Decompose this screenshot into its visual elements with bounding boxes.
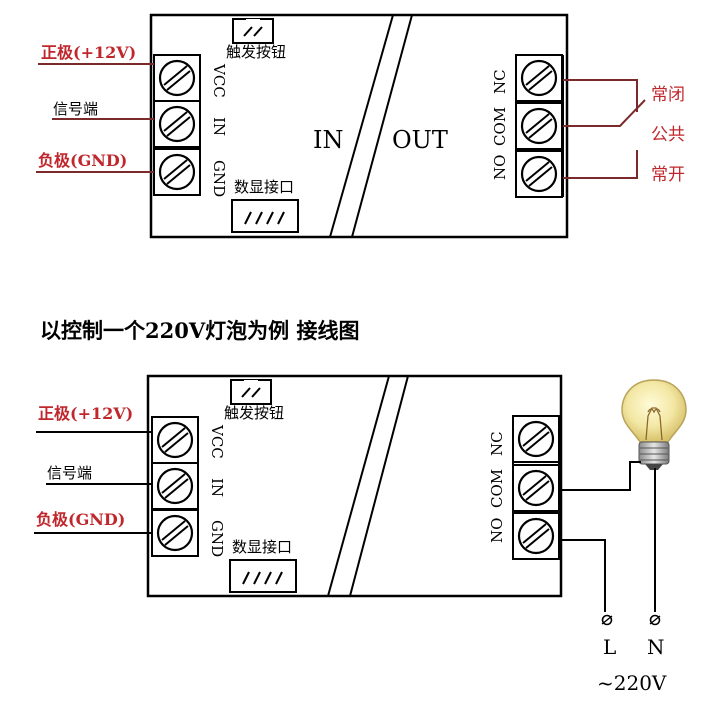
screw-terminal-icon (152, 99, 202, 149)
bottom-display-port-label: 数显接口 (232, 538, 292, 556)
screw-terminal-icon (511, 414, 561, 464)
top-no-label: 常开 (651, 165, 685, 185)
top-display-connector-icon (231, 199, 299, 233)
bottom-right-terminal-block (511, 414, 561, 561)
bottom-left-wires (34, 431, 152, 534)
top-divider (329, 14, 394, 238)
screw-terminal-icon (152, 147, 202, 197)
top-positive-label: 正极(+12V) (41, 43, 136, 62)
bottom-trigger-button-label: 触发按钮 (224, 404, 284, 422)
top-left-terminal-block (152, 53, 202, 197)
screw-terminal-icon (150, 508, 200, 558)
screw-terminal-icon (514, 101, 564, 151)
lightbulb-icon (621, 379, 687, 470)
bottom-term-in: IN (208, 478, 226, 497)
top-term-nc: NC (491, 69, 509, 94)
top-trigger-button-icon (232, 18, 274, 44)
mains-terminals (601, 614, 661, 626)
bottom-term-com: COM (488, 469, 506, 508)
mains-voltage-label: ~220V (597, 671, 667, 695)
bottom-board-outline (146, 374, 563, 598)
top-display-port-label: 数显接口 (234, 178, 294, 196)
bottom-positive-label: 正极(+12V) (38, 404, 133, 423)
top-com-label: 公共 (651, 125, 685, 145)
top-term-in: IN (210, 117, 228, 136)
screw-terminal-icon (511, 511, 561, 561)
screw-terminal-icon (152, 53, 202, 103)
top-board-outline (149, 13, 569, 239)
top-module: 触发按钮 VCC IN GND 数显接口 IN OUT (149, 13, 569, 239)
bottom-negative-label: 负极(GND) (36, 510, 125, 529)
top-signal-label: 信号端 (53, 100, 98, 118)
top-trigger-button-label: 触发按钮 (226, 43, 286, 61)
screw-terminal-icon (150, 461, 200, 511)
top-right-terminal-block (514, 53, 564, 199)
bottom-left-terminal-block (150, 415, 200, 558)
top-left-wires (36, 63, 154, 173)
relay-switch-icon (563, 79, 646, 179)
top-nc-label: 常闭 (651, 85, 685, 105)
top-term-vcc: VCC (210, 63, 228, 98)
screw-terminal-icon (511, 463, 561, 513)
bottom-trigger-button-icon (230, 379, 272, 405)
bottom-term-nc: NC (488, 431, 506, 456)
top-out-label: OUT (392, 126, 448, 154)
bottom-term-gnd: GND (208, 520, 226, 557)
top-term-gnd: GND (210, 160, 228, 197)
top-term-com: COM (491, 107, 509, 146)
top-term-no: NO (491, 155, 509, 180)
top-negative-label: 负极(GND) (38, 151, 127, 170)
bottom-load-wires (559, 461, 656, 612)
top-in-label: IN (313, 126, 343, 154)
screw-terminal-icon (150, 415, 200, 465)
screw-terminal-icon (514, 149, 564, 199)
mains-l-label: L (603, 635, 616, 659)
bottom-module: 触发按钮 VCC IN GND 数显接口 NC COM NO (146, 374, 563, 598)
bottom-display-connector-icon (229, 559, 297, 593)
bottom-term-no: NO (488, 518, 506, 543)
mains-n-label: N (647, 635, 665, 659)
bottom-term-vcc: VCC (208, 424, 226, 459)
bottom-signal-label: 信号端 (47, 464, 92, 482)
caption: 以控制一个220V灯泡为例 接线图 (40, 318, 359, 343)
bottom-divider (327, 375, 390, 597)
screw-terminal-icon (514, 53, 564, 103)
